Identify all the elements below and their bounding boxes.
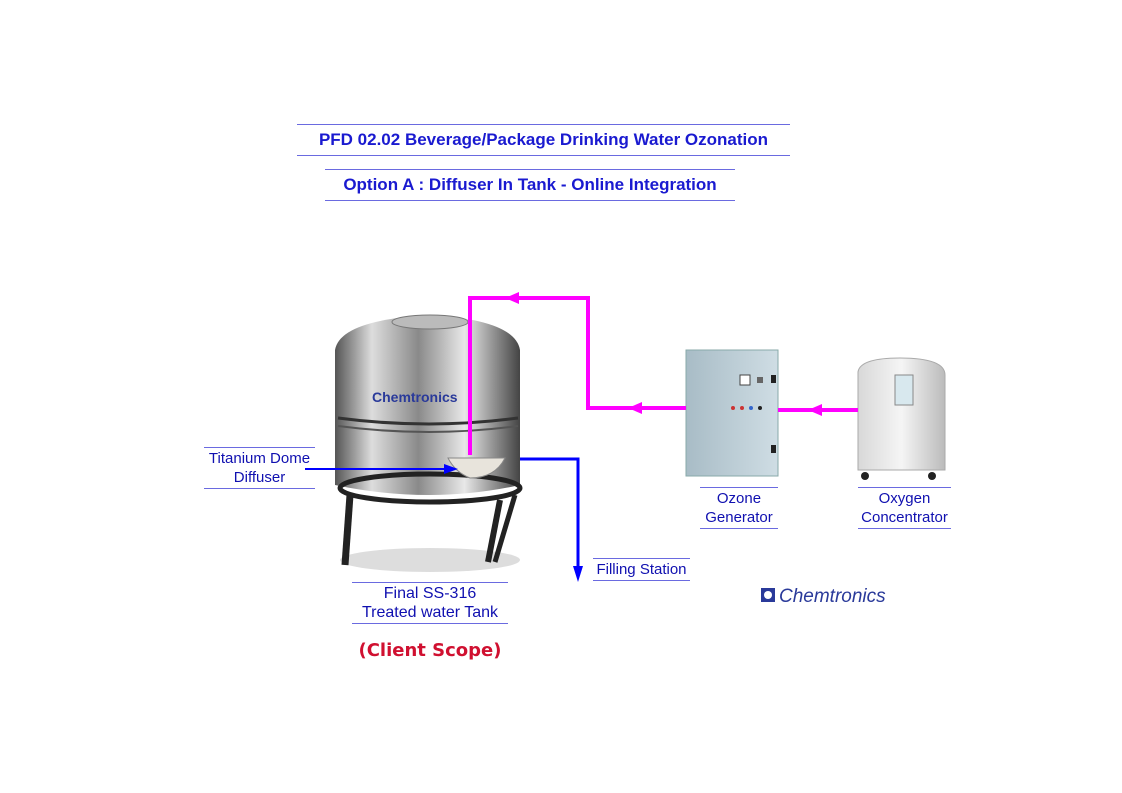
tank-label: Final SS-316 Treated water Tank xyxy=(352,582,508,624)
tank-logo: Chemtronics xyxy=(372,389,458,405)
ozone-generator xyxy=(685,349,779,477)
flow-arrow-icon xyxy=(505,292,519,304)
tank-label-line2: Treated water Tank xyxy=(361,604,499,621)
diffuser-label: Titanium Dome Diffuser xyxy=(204,447,315,489)
diffuser-label-line1: Titanium Dome xyxy=(208,450,311,467)
chemtronics-logo: Chemtronics xyxy=(761,586,886,607)
diagram-title: PFD 02.02 Beverage/Package Drinking Wate… xyxy=(297,124,790,156)
titanium-dome-diffuser xyxy=(447,457,506,479)
oxygen-concentrator-label: Oxygen Concentrator xyxy=(858,487,951,529)
ozone-generator-label: Ozone Generator xyxy=(700,487,778,529)
diffuser-label-line2: Diffuser xyxy=(233,469,286,486)
oxygen-label-line2: Concentrator xyxy=(861,509,948,526)
diagram-subtitle: Option A : Diffuser In Tank - Online Int… xyxy=(325,169,735,201)
ozone-label-line2: Generator xyxy=(705,509,773,526)
filling-station-label: Filling Station xyxy=(593,558,690,581)
client-scope-label: (Client Scope) xyxy=(358,640,502,661)
flow-arrow-icon xyxy=(808,404,822,416)
water-line xyxy=(305,457,583,582)
svg-text:Chemtronics: Chemtronics xyxy=(779,586,886,607)
arrow-down-icon xyxy=(573,566,583,582)
oxygen-label-line1: Oxygen xyxy=(878,490,931,507)
ozone-label-line1: Ozone xyxy=(716,490,762,507)
arrow-right-icon xyxy=(444,464,458,474)
treated-water-tank: Chemtronics xyxy=(335,314,523,572)
flow-arrow-icon xyxy=(628,402,642,414)
oxygen-concentrator xyxy=(857,357,946,480)
ozone-gas-line xyxy=(468,292,858,455)
tank-label-line1: Final SS-316 xyxy=(383,585,477,602)
